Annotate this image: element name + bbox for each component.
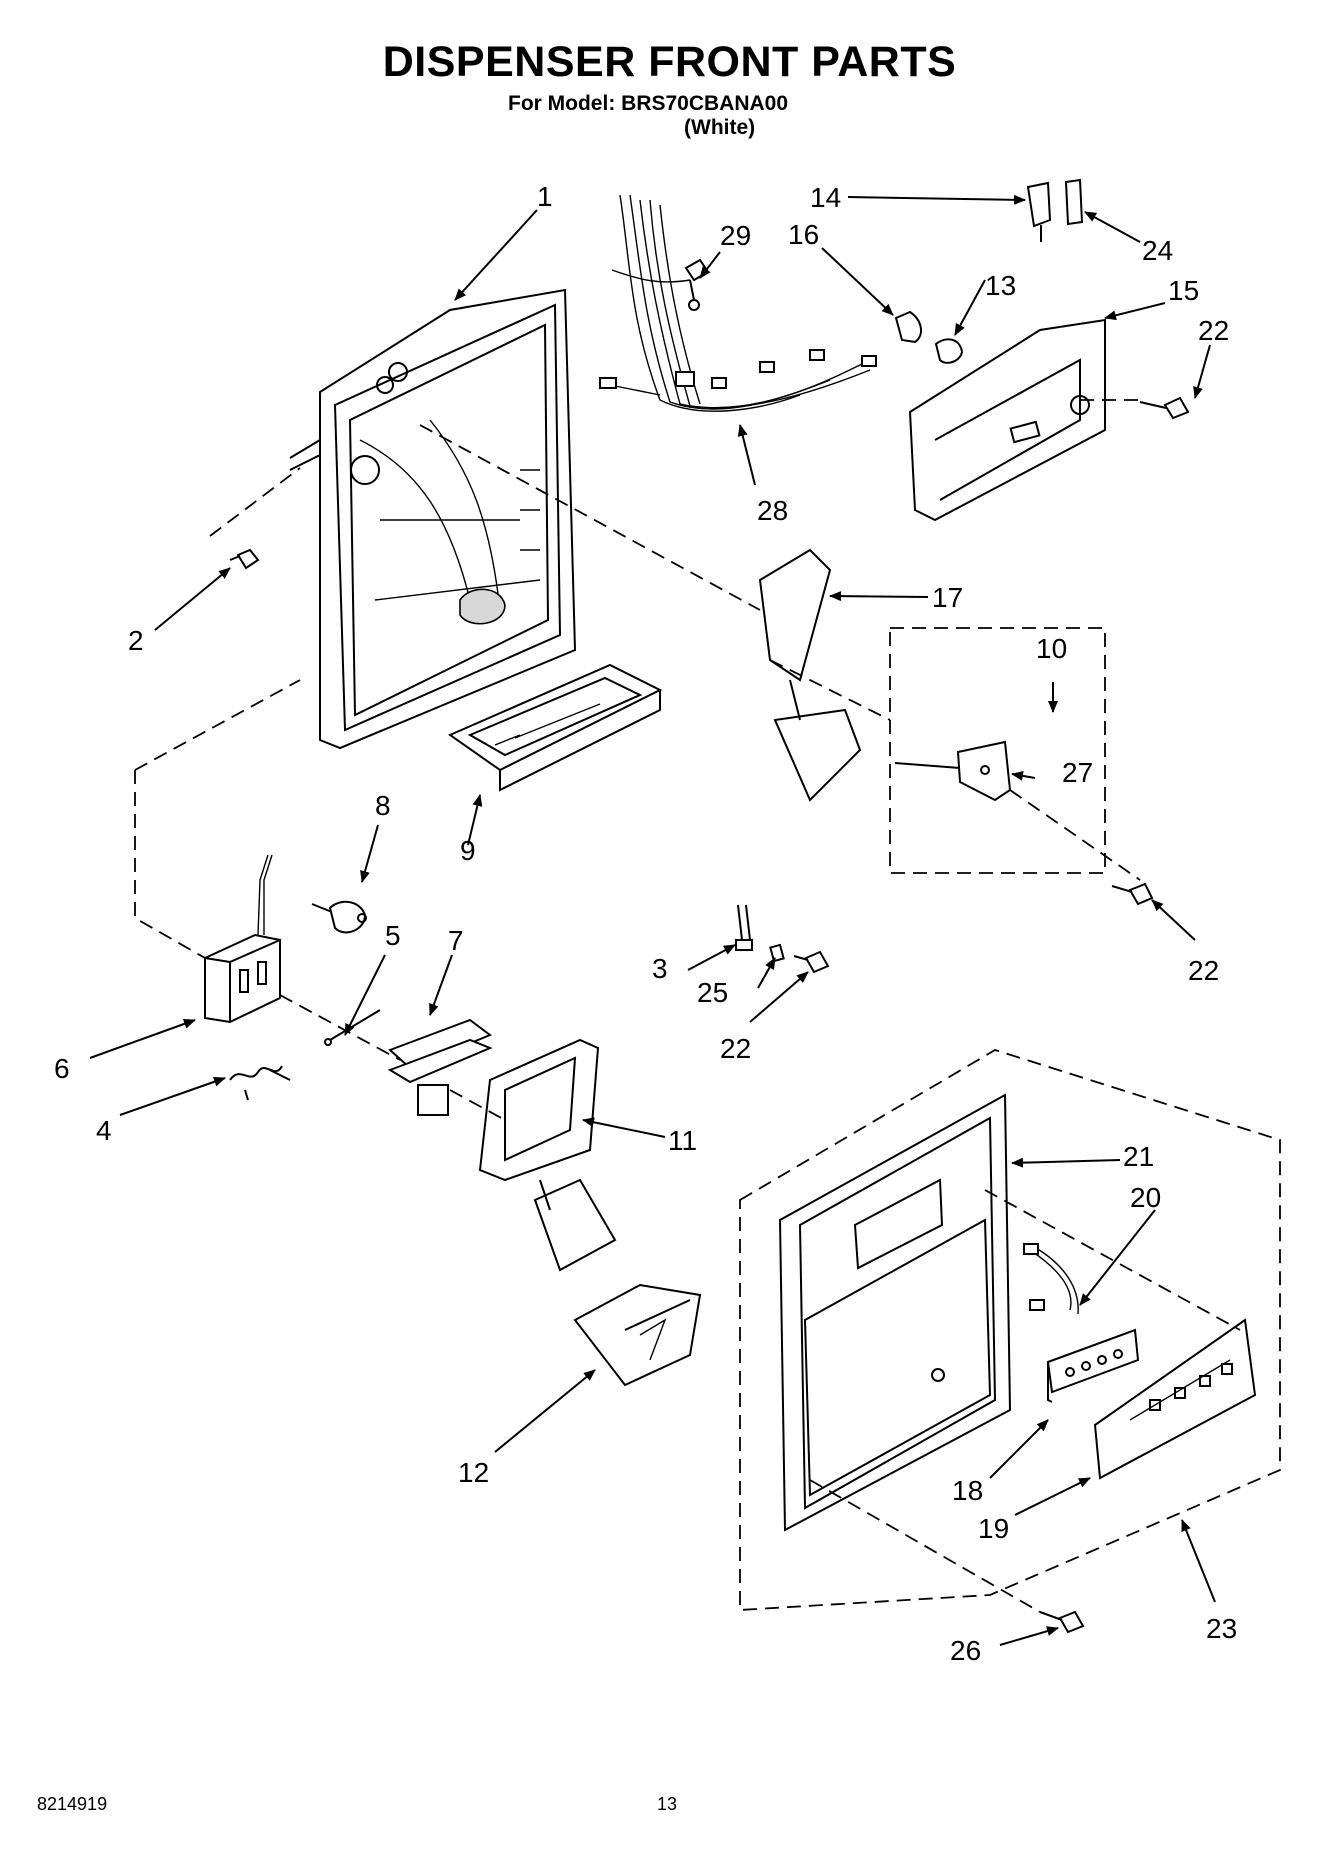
callout-6: 6 xyxy=(54,1053,70,1084)
callout-4: 4 xyxy=(96,1115,112,1146)
part-14-switch xyxy=(1026,181,1052,242)
callout-22-right: 22 xyxy=(1188,955,1219,986)
part-5-pin xyxy=(324,1009,381,1046)
group-10-boundary xyxy=(889,627,1106,874)
part-8-motor xyxy=(311,900,367,934)
callout-labels: 1 2 3 4 5 6 7 8 9 10 11 12 13 14 15 16 1… xyxy=(54,181,1237,1666)
part-22-screw-center xyxy=(793,950,830,974)
part-21-front-panel xyxy=(778,1093,1012,1532)
part-15-bracket xyxy=(908,318,1106,522)
callout-5: 5 xyxy=(385,920,401,951)
part-4-spring xyxy=(229,1065,291,1101)
part-17-ice-lever xyxy=(758,548,862,802)
callout-20: 20 xyxy=(1130,1182,1161,1213)
callout-16: 16 xyxy=(788,219,819,250)
callout-7: 7 xyxy=(448,925,464,956)
callout-24: 24 xyxy=(1142,235,1173,266)
part-18-control-board xyxy=(1046,1328,1140,1403)
part-22-screw-upper xyxy=(1139,396,1190,420)
page-title: DISPENSER FRONT PARTS xyxy=(382,38,957,86)
part-26-screw xyxy=(1039,1610,1085,1634)
part-3-spring xyxy=(735,904,753,951)
callout-12: 12 xyxy=(458,1457,489,1488)
part-27-switch-actuator xyxy=(894,740,1012,802)
part-29-screw xyxy=(684,258,710,311)
part-7-hinge xyxy=(387,1018,493,1116)
callout-19: 19 xyxy=(978,1513,1009,1544)
callout-22-center: 22 xyxy=(720,1033,751,1064)
page-number: 13 xyxy=(657,1794,678,1814)
callout-8: 8 xyxy=(375,790,391,821)
part-16-bulb xyxy=(894,310,922,344)
callout-13: 13 xyxy=(985,270,1016,301)
callout-27: 27 xyxy=(1062,757,1093,788)
part-2-screw xyxy=(229,548,260,570)
leader-lines xyxy=(89,194,1216,1646)
callout-14: 14 xyxy=(810,182,841,213)
part-19-overlay xyxy=(1093,1318,1257,1480)
callout-26: 26 xyxy=(950,1635,981,1666)
callout-23: 23 xyxy=(1206,1613,1237,1644)
callout-21: 21 xyxy=(1123,1141,1154,1172)
part-24-plate xyxy=(1064,178,1084,226)
model-line: For Model: BRS70CBANA00 xyxy=(508,92,789,115)
part-12-drip-tray xyxy=(573,1283,702,1387)
callout-3: 3 xyxy=(652,953,668,984)
part-20-harness xyxy=(1023,1243,1079,1315)
group-23-boundary xyxy=(739,1049,1281,1611)
part-1-dispenser-housing xyxy=(289,288,577,750)
callout-17: 17 xyxy=(932,582,963,613)
model-variant: (White) xyxy=(684,116,756,139)
callout-18: 18 xyxy=(952,1475,983,1506)
callout-28: 28 xyxy=(757,495,788,526)
document-number: 8214919 xyxy=(37,1794,108,1814)
callout-11: 11 xyxy=(668,1125,697,1156)
part-9-chute-panel xyxy=(447,663,663,792)
callout-29: 29 xyxy=(720,220,751,251)
callout-1: 1 xyxy=(537,181,553,212)
callout-25: 25 xyxy=(697,977,728,1008)
part-22-screw-right xyxy=(1111,882,1154,906)
callout-2: 2 xyxy=(128,625,144,656)
part-13-socket xyxy=(934,338,964,364)
callout-22-upper: 22 xyxy=(1198,315,1229,346)
part-28-wiring-harness xyxy=(599,194,877,412)
part-6-module xyxy=(204,854,281,1024)
part-11-water-lever xyxy=(478,1038,617,1272)
callout-9: 9 xyxy=(460,835,476,866)
part-25-clip xyxy=(769,943,785,963)
callout-15: 15 xyxy=(1168,275,1199,306)
assembly-lines xyxy=(134,399,1241,1613)
callout-10: 10 xyxy=(1036,633,1067,664)
